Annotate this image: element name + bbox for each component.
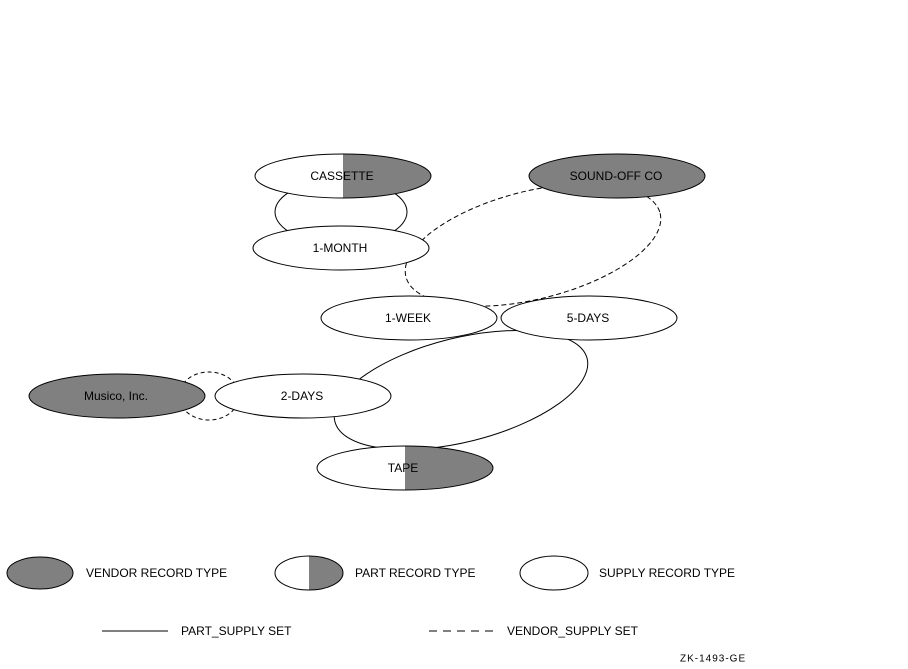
legend-part-supply-label: PART_SUPPLY SET: [181, 624, 292, 638]
one-month-label: 1-MONTH: [313, 241, 368, 255]
cassette-label: CASSETTE: [310, 169, 373, 183]
vendor-record-sound-off-co: SOUND-OFF CO: [528, 153, 706, 199]
supply-record-2-days: 2-DAYS: [214, 373, 392, 419]
legend-part-supply-set: PART_SUPPLY SET: [102, 624, 292, 638]
vendor-supply-set-loop-sound-off: [404, 183, 662, 307]
supply-record-1-week: 1-WEEK: [320, 295, 498, 341]
sound-off-co-label: SOUND-OFF CO: [570, 169, 663, 183]
vendor-record-musico: Musico, Inc.: [28, 373, 206, 419]
legend-vendor-label: VENDOR RECORD TYPE: [86, 566, 227, 580]
legend: VENDOR RECORD TYPE PART RECORD TYPE SUPP…: [6, 555, 735, 638]
five-days-label: 5-DAYS: [567, 311, 609, 325]
legend-vendor-supply-label: VENDOR_SUPPLY SET: [507, 624, 639, 638]
legend-part-swatch: [274, 555, 344, 591]
part-record-tape: TAPE: [316, 445, 494, 491]
legend-part-label: PART RECORD TYPE: [355, 566, 475, 580]
two-days-label: 2-DAYS: [281, 389, 323, 403]
supply-record-1-month: 1-MONTH: [252, 225, 430, 271]
legend-supply-record-type: SUPPLY RECORD TYPE: [519, 555, 735, 591]
part-supply-set-loop-tape: [333, 330, 589, 450]
musico-label: Musico, Inc.: [84, 389, 148, 403]
legend-vendor-swatch: [6, 556, 74, 590]
part-record-cassette: CASSETTE: [254, 153, 432, 199]
legend-supply-label: SUPPLY RECORD TYPE: [599, 566, 735, 580]
one-week-label: 1-WEEK: [385, 311, 431, 325]
figure-code: ZK-1493-GE: [680, 654, 746, 665]
legend-vendor-record-type: VENDOR RECORD TYPE: [6, 556, 227, 590]
legend-part-record-type: PART RECORD TYPE: [274, 555, 475, 591]
legend-vendor-supply-set: VENDOR_SUPPLY SET: [429, 624, 639, 638]
tape-label: TAPE: [388, 461, 418, 475]
legend-supply-swatch: [519, 555, 589, 591]
supply-record-5-days: 5-DAYS: [500, 295, 678, 341]
